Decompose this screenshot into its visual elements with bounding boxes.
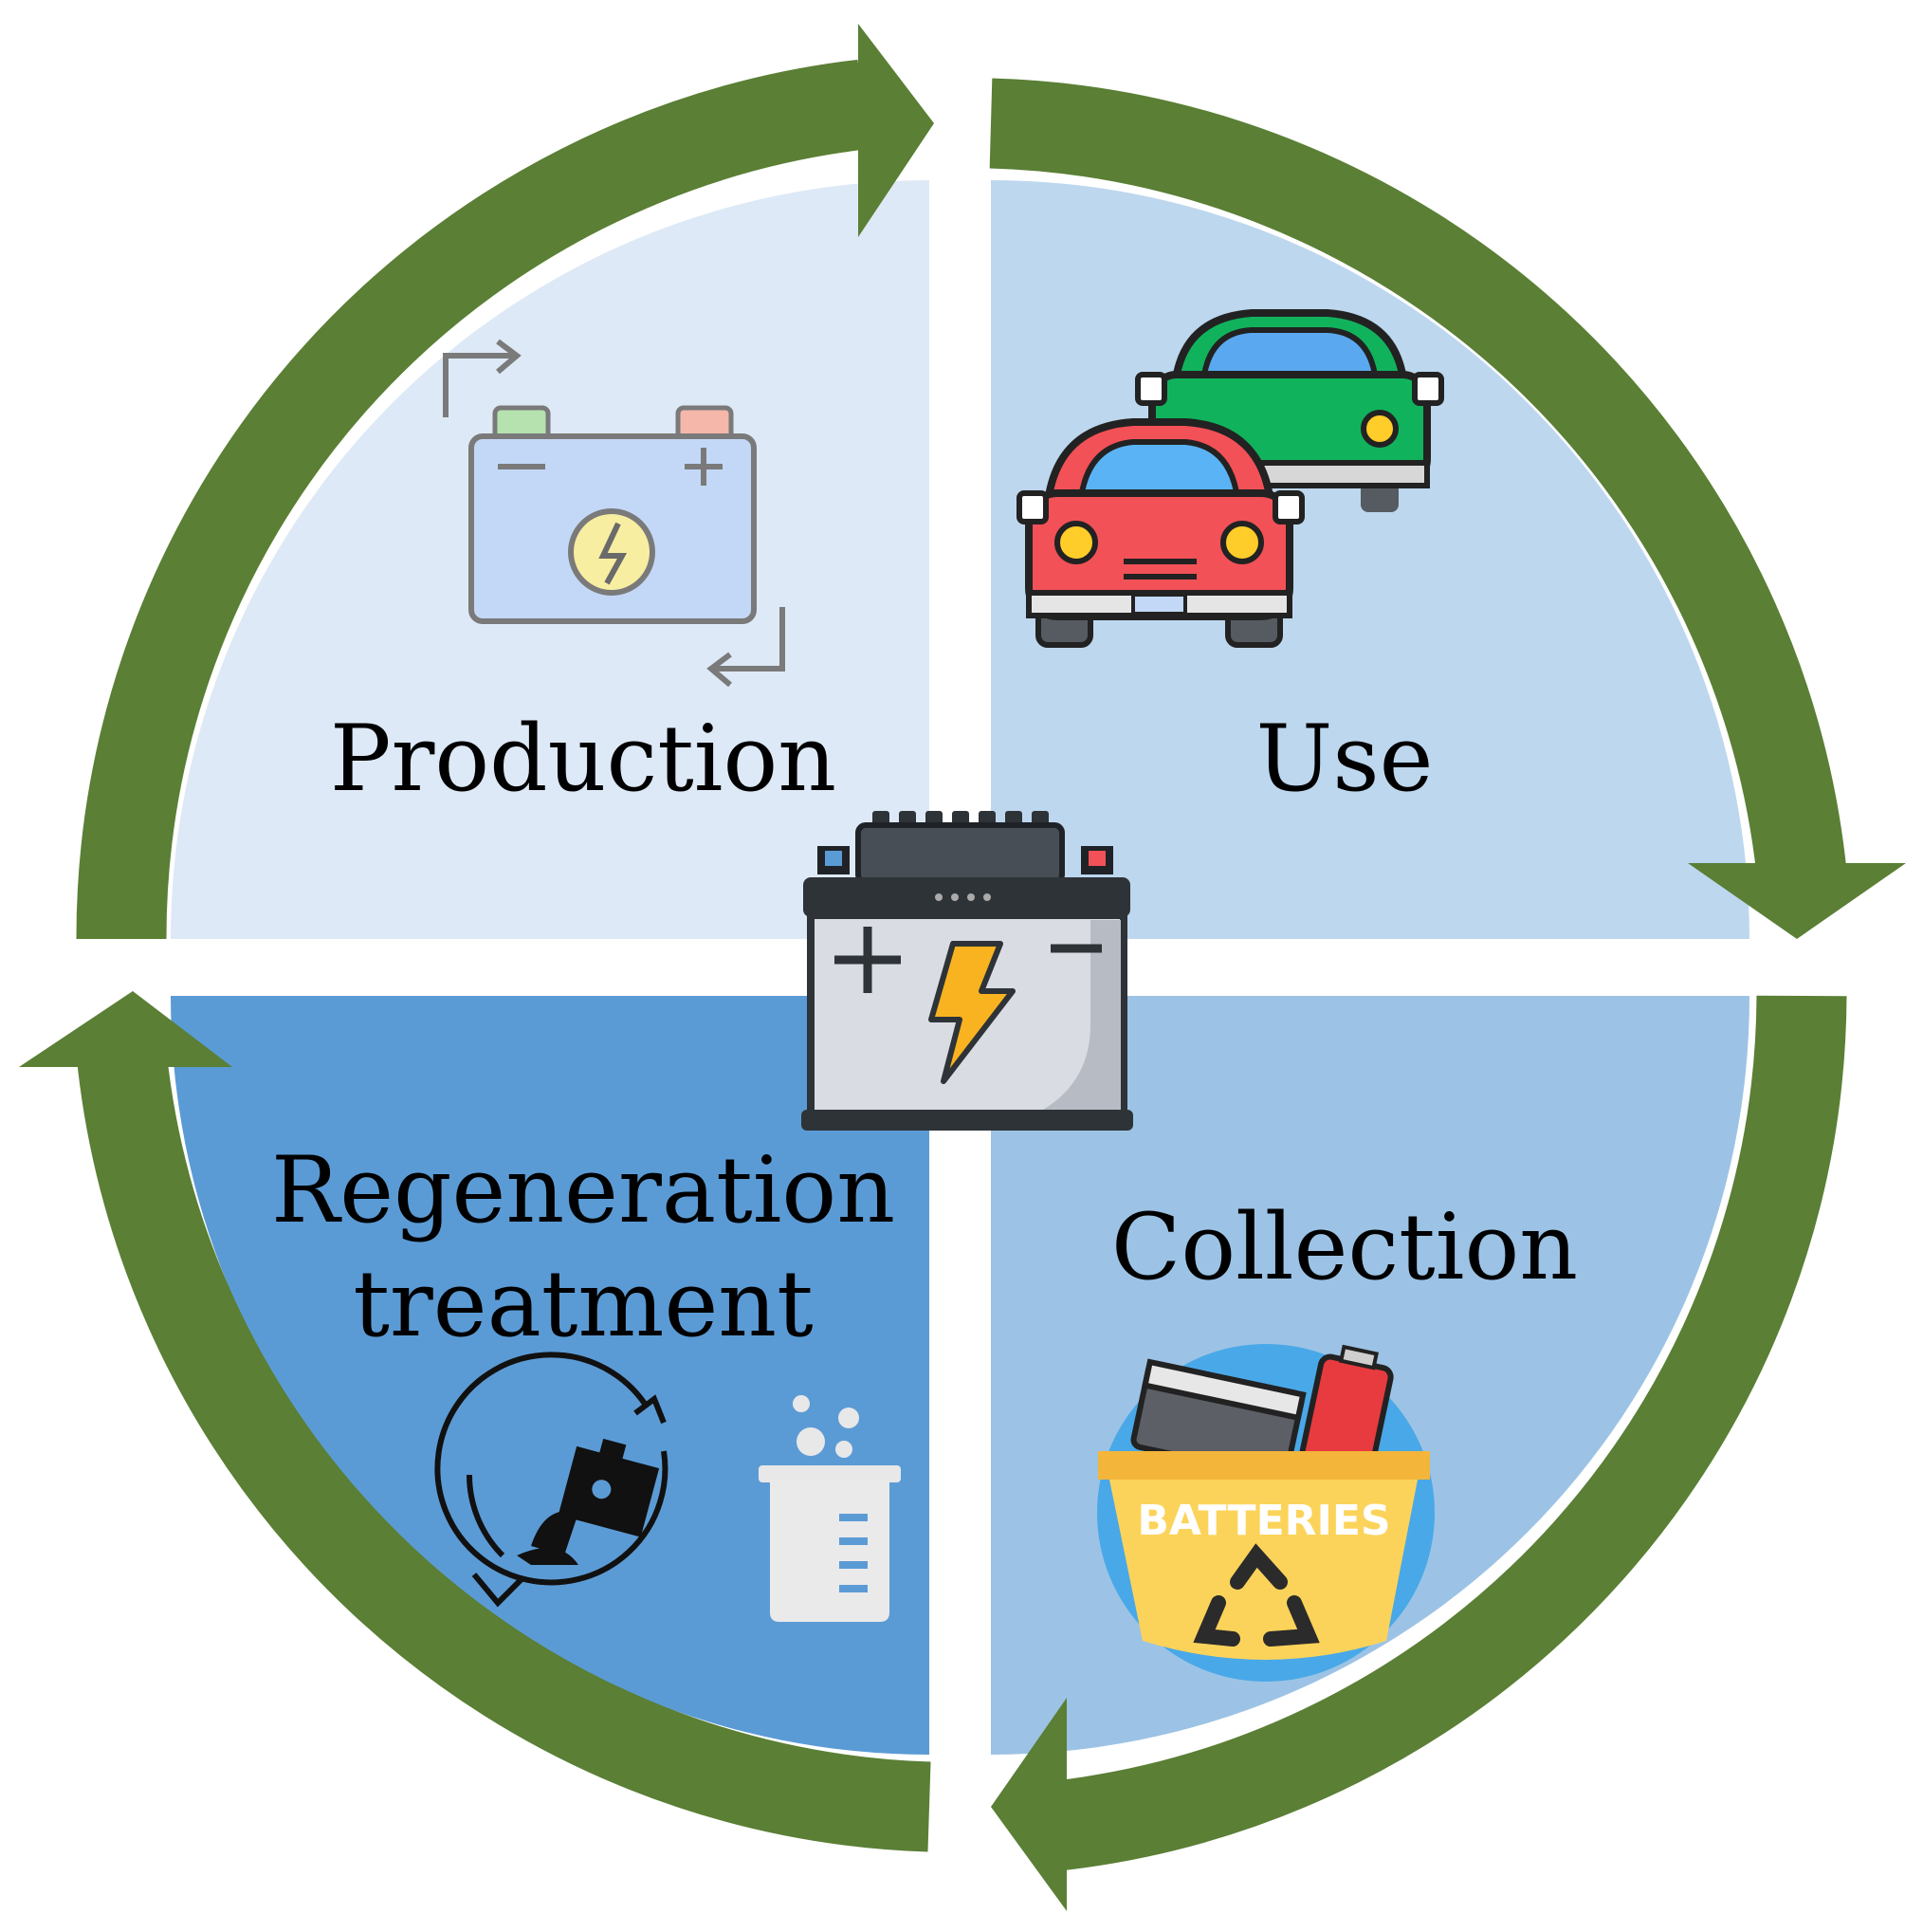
arrow-head-right xyxy=(1688,863,1906,939)
bin-label: BATTERIES xyxy=(1137,1497,1390,1545)
arc-arrow-bottom-right xyxy=(1052,995,1847,1871)
stage-label-use: Use xyxy=(1256,706,1434,812)
cars-icon xyxy=(1016,309,1444,648)
recycle-icon xyxy=(1193,1543,1320,1647)
stage-label-regeneration-line1: Regeneration xyxy=(271,1137,895,1243)
red-car xyxy=(1016,418,1305,648)
arrow-head-bottom xyxy=(991,1698,1067,1911)
battery-production-icon xyxy=(443,339,785,688)
arc-arrow-top-left xyxy=(76,59,869,940)
arrow-heads xyxy=(19,24,1906,1911)
beaker-icon xyxy=(759,1395,901,1622)
car-battery-icon xyxy=(801,811,1133,1131)
arc-arrow-top-right xyxy=(989,78,1847,878)
stage-label-production: Production xyxy=(330,706,836,812)
arc-arrow-bottom-left xyxy=(76,1048,931,1852)
quadrant-regeneration xyxy=(171,996,929,1755)
regeneration-cycle-icon xyxy=(434,1352,668,1608)
arrow-head-left xyxy=(19,991,232,1067)
stage-label-collection: Collection xyxy=(1111,1194,1578,1300)
cycle-arrows xyxy=(76,59,1847,1871)
stage-label-regeneration-line2: treatment xyxy=(353,1251,813,1357)
arrow-head-top xyxy=(858,24,934,237)
battery-recycling-bin-icon: BATTERIES xyxy=(1097,1344,1435,1682)
